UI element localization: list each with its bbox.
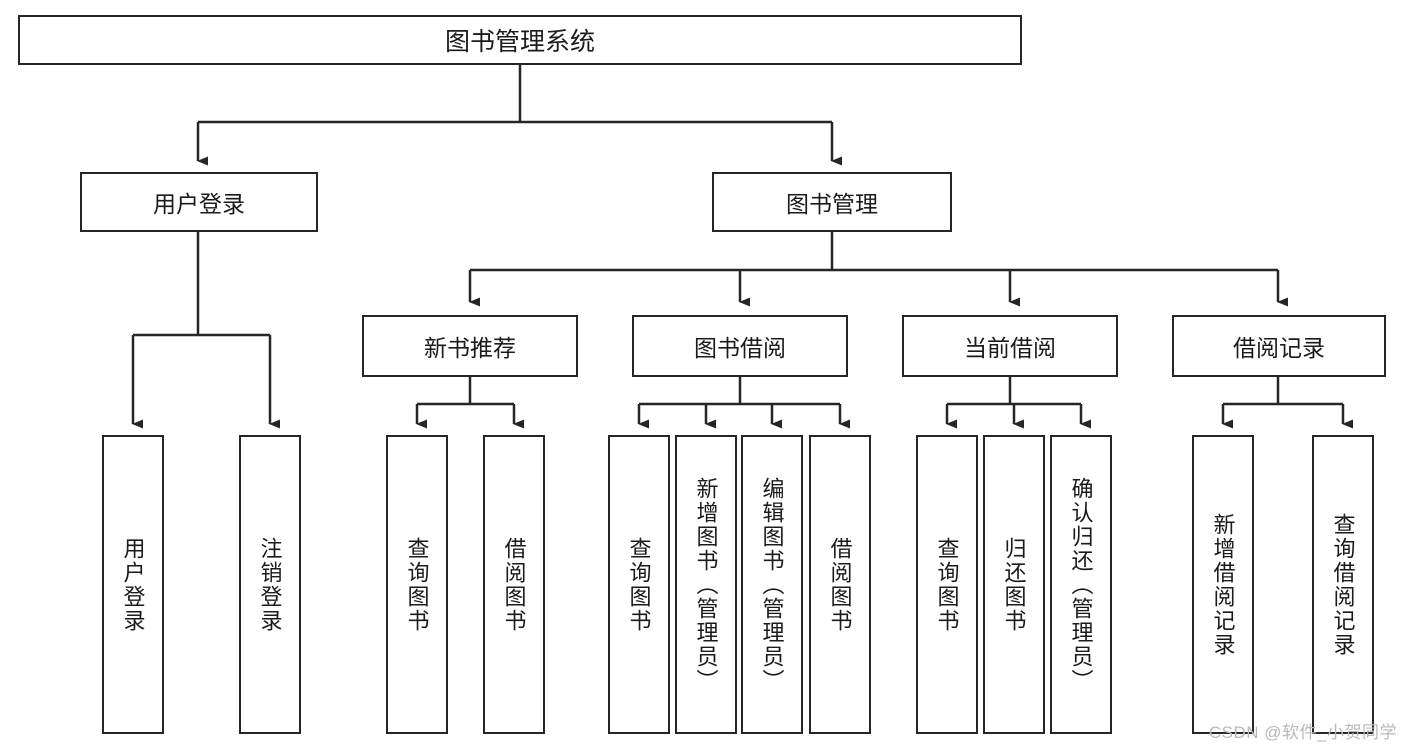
leaf-borrowrecord-add-record-label: 新增借阅记录 bbox=[1210, 512, 1236, 657]
leaf-bookborrow-add-book[interactable]: 新增图书（管理员） bbox=[675, 435, 737, 734]
node-book-borrow-label: 图书借阅 bbox=[694, 335, 786, 361]
node-book-borrow[interactable]: 图书借阅 bbox=[632, 315, 848, 377]
node-borrow-record[interactable]: 借阅记录 bbox=[1172, 315, 1386, 377]
leaf-bookborrow-edit-book-label: 编辑图书（管理员） bbox=[759, 476, 785, 693]
leaf-newbook-query-book[interactable]: 查询图书 bbox=[386, 435, 448, 734]
node-book-manage[interactable]: 图书管理 bbox=[712, 172, 952, 232]
node-user-login[interactable]: 用户登录 bbox=[80, 172, 318, 232]
leaf-bookborrow-add-book-label: 新增图书（管理员） bbox=[693, 476, 719, 693]
leaf-user-login-label: 用户登录 bbox=[120, 536, 146, 633]
leaf-bookborrow-borrow-book-label: 借阅图书 bbox=[827, 536, 853, 633]
leaf-currentborrow-return-book[interactable]: 归还图书 bbox=[983, 435, 1045, 734]
leaf-borrowrecord-query-record[interactable]: 查询借阅记录 bbox=[1312, 435, 1374, 734]
node-book-manage-label: 图书管理 bbox=[786, 191, 878, 217]
node-root[interactable]: 图书管理系统 bbox=[18, 15, 1022, 65]
leaf-newbook-borrow-book-label: 借阅图书 bbox=[501, 536, 527, 633]
leaf-newbook-borrow-book[interactable]: 借阅图书 bbox=[483, 435, 545, 734]
node-current-borrow[interactable]: 当前借阅 bbox=[902, 315, 1118, 377]
node-current-borrow-label: 当前借阅 bbox=[964, 335, 1056, 361]
leaf-bookborrow-query-book-label: 查询图书 bbox=[626, 536, 652, 633]
node-borrow-record-label: 借阅记录 bbox=[1233, 335, 1325, 361]
leaf-currentborrow-query-book-label: 查询图书 bbox=[934, 536, 960, 633]
leaf-logout[interactable]: 注销登录 bbox=[239, 435, 301, 734]
leaf-logout-label: 注销登录 bbox=[257, 536, 283, 633]
leaf-user-login[interactable]: 用户登录 bbox=[102, 435, 164, 734]
leaf-borrowrecord-query-record-label: 查询借阅记录 bbox=[1330, 512, 1356, 657]
leaf-bookborrow-edit-book[interactable]: 编辑图书（管理员） bbox=[741, 435, 803, 734]
node-root-label: 图书管理系统 bbox=[444, 28, 595, 56]
node-new-book-recommend-label: 新书推荐 bbox=[424, 335, 516, 361]
leaf-borrowrecord-add-record[interactable]: 新增借阅记录 bbox=[1192, 435, 1254, 734]
watermark-text: CSDN @软件_小贺同学 bbox=[1208, 723, 1397, 742]
node-new-book-recommend[interactable]: 新书推荐 bbox=[362, 315, 578, 377]
leaf-bookborrow-query-book[interactable]: 查询图书 bbox=[608, 435, 670, 734]
leaf-currentborrow-confirm-return-label: 确认归还（管理员） bbox=[1068, 476, 1094, 693]
leaf-currentborrow-query-book[interactable]: 查询图书 bbox=[916, 435, 978, 734]
leaf-currentborrow-return-book-label: 归还图书 bbox=[1001, 536, 1027, 633]
leaf-currentborrow-confirm-return[interactable]: 确认归还（管理员） bbox=[1050, 435, 1112, 734]
node-user-login-label: 用户登录 bbox=[153, 191, 245, 217]
leaf-newbook-query-book-label: 查询图书 bbox=[404, 536, 430, 633]
leaf-bookborrow-borrow-book[interactable]: 借阅图书 bbox=[809, 435, 871, 734]
